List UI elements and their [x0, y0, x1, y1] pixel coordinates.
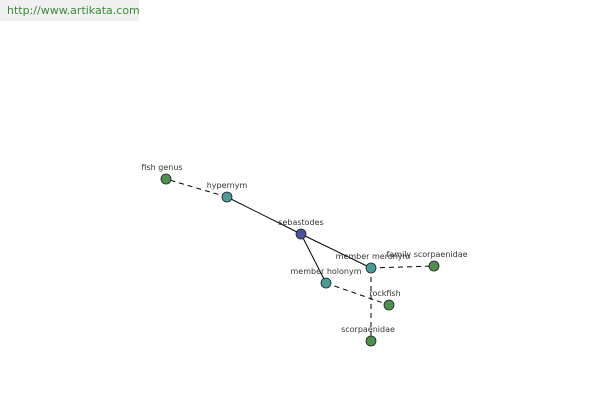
graph-nodes: sebastodes hypernym member meronym member h…: [141, 163, 468, 347]
node-family-scorpaenidae[interactable]: family scorpaenidae: [386, 250, 468, 272]
node-marker-fish-genus[interactable]: [160, 173, 172, 185]
node-fish-genus[interactable]: fish genus: [141, 163, 183, 185]
edge-member-holonym-to-rockfish: [325, 282, 390, 306]
site-url-link[interactable]: http://www.artikata.com: [7, 4, 140, 17]
edge-sebastodes-to-member-meronym: [300, 233, 372, 269]
node-sebastodes[interactable]: sebastodes: [278, 218, 324, 240]
node-scorpaenidae[interactable]: scorpaenidae: [341, 325, 395, 347]
url-bar: http://www.artikata.com: [0, 0, 140, 21]
node-marker-family-scorpaenidae[interactable]: [428, 260, 440, 272]
node-label-family-scorpaenidae: family scorpaenidae: [386, 250, 467, 259]
graph-edges: [165, 178, 435, 341]
node-marker-sebastodes[interactable]: [295, 228, 307, 240]
node-rockfish[interactable]: rockfish: [369, 289, 401, 311]
node-hypernym[interactable]: hypernym: [207, 181, 248, 203]
node-label-scorpaenidae: scorpaenidae: [341, 325, 395, 334]
node-marker-member-holonym[interactable]: [320, 277, 332, 289]
node-member-meronym[interactable]: member meronym: [336, 252, 411, 274]
node-marker-hypernym[interactable]: [221, 191, 233, 203]
edge-sebastodes-to-hypernym: [226, 196, 302, 235]
node-label-fish-genus: fish genus: [141, 163, 182, 172]
node-label-rockfish: rockfish: [369, 289, 400, 298]
node-member-holonym[interactable]: member holonym: [290, 267, 362, 289]
edge-hypernym-to-fish-genus: [165, 178, 228, 198]
node-label-sebastodes: sebastodes: [278, 218, 323, 227]
node-marker-scorpaenidae[interactable]: [365, 335, 377, 347]
node-marker-member-meronym[interactable]: [365, 262, 377, 274]
node-label-hypernym: hypernym: [207, 181, 248, 190]
edge-member-meronym-to-family-scorpaenidae: [370, 265, 435, 269]
node-marker-rockfish[interactable]: [383, 299, 395, 311]
edge-sebastodes-to-member-holonym: [300, 233, 327, 284]
node-label-member-meronym: member meronym: [336, 252, 411, 261]
node-label-member-holonym: member holonym: [290, 267, 361, 276]
